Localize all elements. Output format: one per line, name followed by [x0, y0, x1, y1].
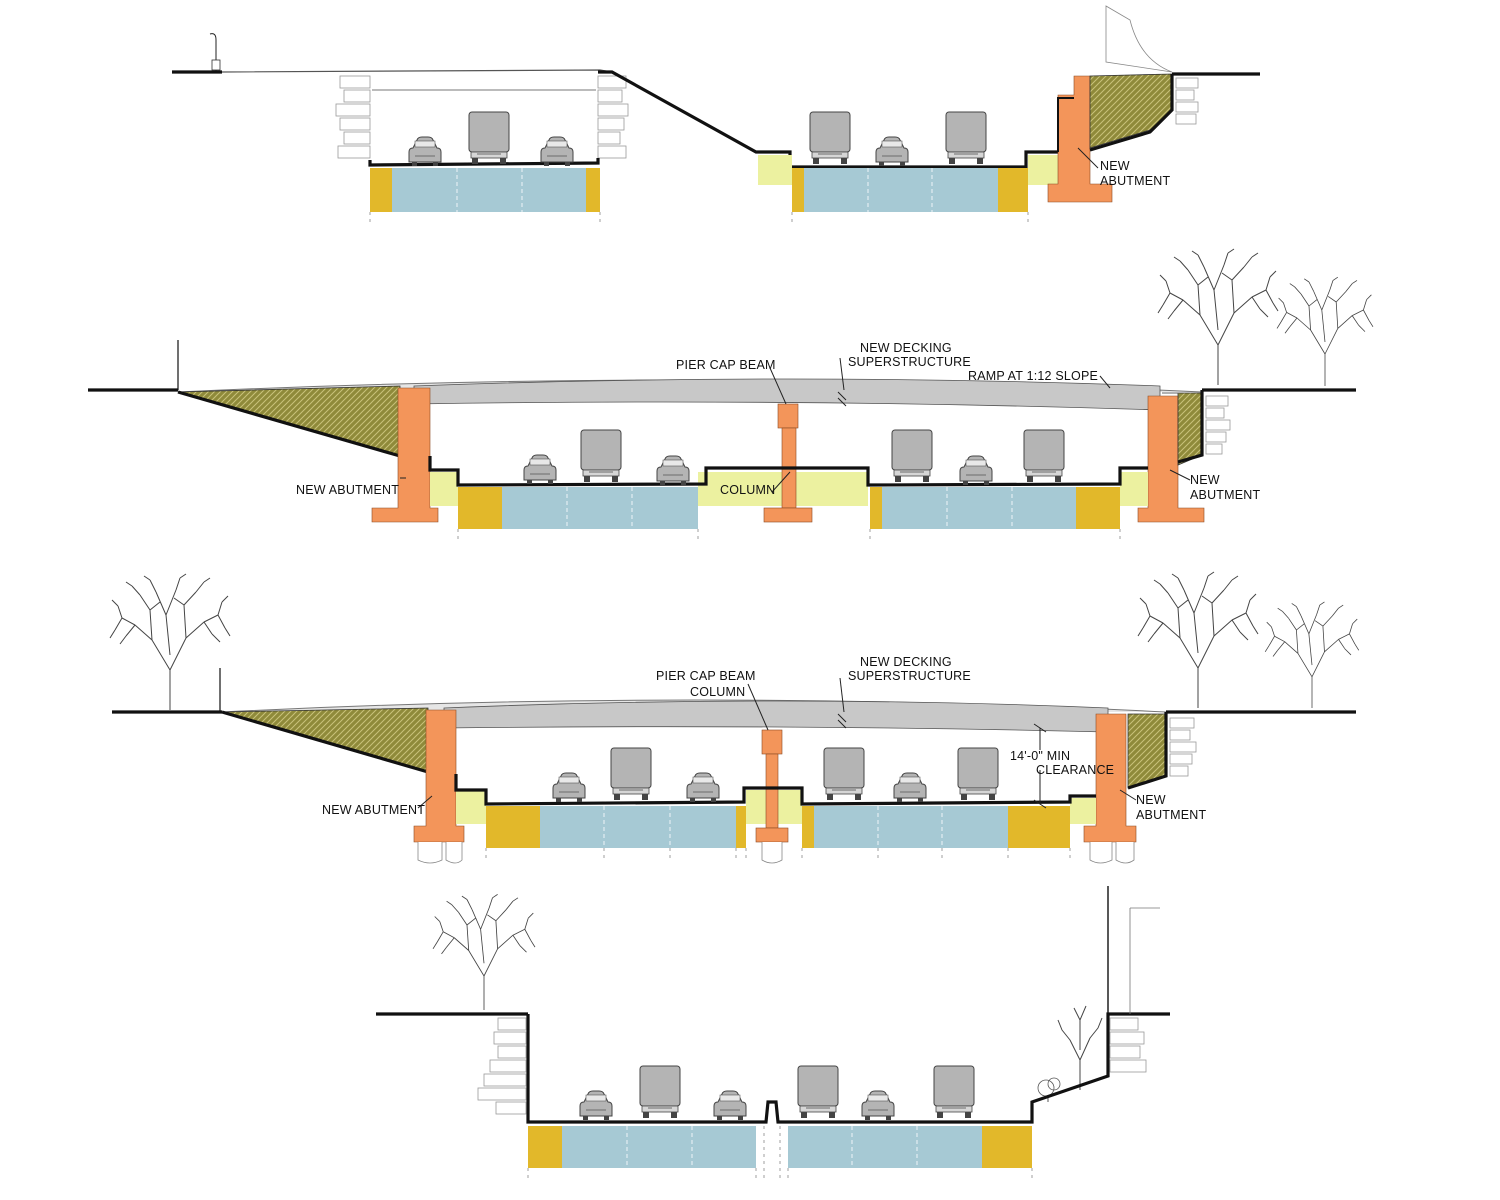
- new-abutment-right-label-line2: ABUTMENT: [1136, 808, 1207, 822]
- truck-icon: [1023, 429, 1065, 483]
- abutment-label-line2: ABUTMENT: [1100, 174, 1171, 188]
- truck-icon: [610, 747, 652, 801]
- new-decking-label-line1: NEW DECKING: [860, 341, 952, 355]
- clearance-label-line1: 14'-0" MIN: [1010, 749, 1070, 763]
- new-decking-label-line2: SUPERSTRUCTURE: [848, 355, 971, 369]
- new-abutment-left-label: NEW ABUTMENT: [322, 803, 425, 817]
- retaining-wall-icon: [477, 1017, 1147, 1115]
- section-4: [376, 886, 1170, 1180]
- tree-icon: [432, 893, 536, 1011]
- car-icon: [552, 772, 586, 803]
- column-label: COLUMN: [720, 483, 775, 497]
- truck-icon: [468, 111, 510, 165]
- lamp-post-icon: [209, 33, 221, 72]
- car-icon: [579, 1090, 613, 1121]
- new-abutment-left: [371, 387, 439, 523]
- ramp-label: RAMP AT 1:12 SLOPE: [968, 369, 1098, 383]
- pier-cap-beam-label: PIER CAP BEAM: [656, 669, 756, 683]
- car-icon: [408, 136, 442, 167]
- new-abutment: [1047, 75, 1113, 203]
- truck-icon: [933, 1065, 975, 1119]
- column-label: COLUMN: [690, 685, 745, 699]
- car-icon: [686, 772, 720, 803]
- new-abutment-right-label-line1: NEW: [1136, 793, 1166, 807]
- clearance-label-line2: CLEARANCE: [1036, 763, 1114, 777]
- truck-icon: [580, 429, 622, 483]
- truck-icon: [945, 111, 987, 165]
- pier-cap-beam: [761, 729, 783, 755]
- truck-icon: [891, 429, 933, 483]
- truck-icon: [797, 1065, 839, 1119]
- retaining-wall-icon: [335, 75, 629, 159]
- new-abutment-left-label: NEW ABUTMENT: [296, 483, 399, 497]
- truck-icon: [823, 747, 865, 801]
- truck-icon: [639, 1065, 681, 1119]
- new-decking-superstructure: [443, 700, 1109, 733]
- new-abutment-right-label-line1: NEW: [1190, 473, 1220, 487]
- tree-icon: [109, 573, 231, 711]
- car-icon: [523, 454, 557, 485]
- new-abutment-left: [413, 709, 465, 843]
- truck-icon: [957, 747, 999, 801]
- car-icon: [875, 136, 909, 167]
- truck-icon: [809, 111, 851, 165]
- section-2: PIER CAP BEAM NEW DECKING SUPERSTRUCTURE…: [88, 248, 1374, 540]
- pier-cap-beam-label: PIER CAP BEAM: [676, 358, 776, 372]
- tree-icon: [1137, 571, 1259, 709]
- car-icon: [713, 1090, 747, 1121]
- car-icon: [656, 455, 690, 486]
- column: [765, 753, 779, 829]
- pier-cap-beam: [777, 403, 799, 429]
- new-decking-label-line1: NEW DECKING: [860, 655, 952, 669]
- new-abutment-right: [1083, 713, 1137, 843]
- tree-icon: [1157, 248, 1279, 386]
- bridge-deck: [221, 69, 613, 73]
- abutment-label-line1: NEW: [1100, 159, 1130, 173]
- car-icon: [861, 1090, 895, 1121]
- section-1: NEW ABUTMENT: [172, 5, 1260, 222]
- new-decking-label-line2: SUPERSTRUCTURE: [848, 669, 971, 683]
- tree-icon: [1264, 601, 1360, 709]
- tree-icon: [1276, 276, 1374, 387]
- car-icon: [540, 136, 574, 167]
- car-icon: [959, 455, 993, 486]
- tree-icon: [1057, 1005, 1103, 1091]
- new-abutment-right-label-line2: ABUTMENT: [1190, 488, 1261, 502]
- section-3: PIER CAP BEAM COLUMN NEW DECKING SUPERST…: [109, 571, 1360, 864]
- car-icon: [893, 772, 927, 803]
